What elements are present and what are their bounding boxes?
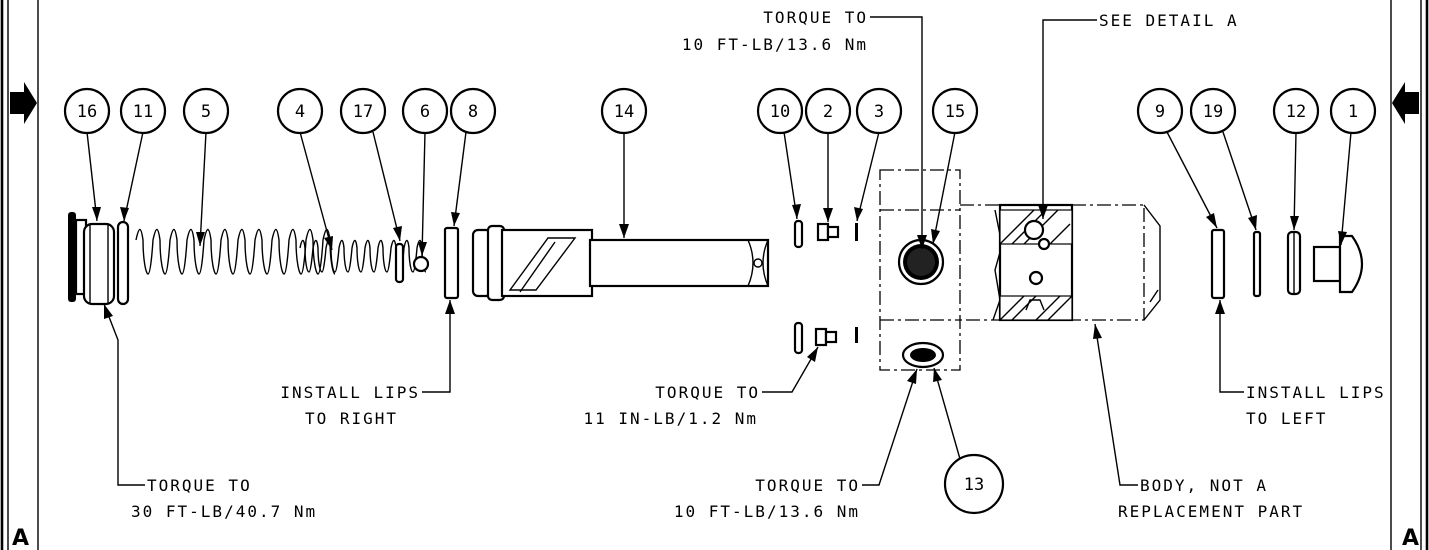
balloon-2: 2 [804, 87, 852, 135]
svg-text:19: 19 [1203, 102, 1223, 122]
note-install-lips-left: INSTALL LIPS TO LEFT [1246, 383, 1386, 428]
leader-lines [86, 16, 1352, 486]
svg-text:TO LEFT: TO LEFT [1246, 409, 1327, 428]
part-12-retainer [1286, 230, 1302, 296]
svg-text:2: 2 [823, 102, 833, 122]
balloon-1: 1 [1329, 87, 1377, 135]
balloon-5: 5 [182, 87, 230, 135]
part-3-washer-lower [855, 327, 858, 343]
part-14-spool [471, 224, 770, 302]
part-6-ball [412, 255, 430, 273]
svg-text:INSTALL LIPS: INSTALL LIPS [1246, 383, 1386, 402]
balloon-8: 8 [449, 87, 497, 135]
balloon-3: 3 [855, 87, 903, 135]
note-torque-plug: TORQUE TO 10 FT-LB/13.6 Nm [674, 476, 860, 521]
svg-text:5: 5 [201, 102, 211, 122]
part-9-seal [1210, 228, 1226, 300]
part-3-washer-upper [855, 223, 858, 241]
note-body: BODY, NOT A REPLACEMENT PART [1118, 476, 1304, 521]
svg-text:BODY, NOT A: BODY, NOT A [1140, 476, 1268, 495]
svg-text:4: 4 [295, 102, 305, 122]
balloon-16: 16 [63, 87, 111, 135]
svg-text:6: 6 [420, 102, 430, 122]
part-10-seal-lower [793, 321, 804, 355]
svg-text:30 FT-LB/40.7 Nm: 30 FT-LB/40.7 Nm [131, 502, 317, 521]
svg-text:10 FT-LB/13.6 Nm: 10 FT-LB/13.6 Nm [682, 35, 868, 54]
part-4-spring [299, 239, 427, 273]
svg-text:1: 1 [1348, 102, 1358, 122]
balloon-14: 14 [600, 87, 648, 135]
part-valve-block [879, 169, 961, 371]
part-15-plug [897, 238, 945, 286]
note-torque-top: TORQUE TO 10 FT-LB/13.6 Nm [682, 8, 868, 54]
balloon-9: 9 [1136, 87, 1184, 135]
svg-text:16: 16 [77, 102, 97, 122]
svg-text:15: 15 [945, 102, 965, 122]
svg-text:TORQUE TO: TORQUE TO [755, 476, 860, 495]
zone-label-right: A [1402, 526, 1419, 550]
svg-text:11 IN-LB/1.2 Nm: 11 IN-LB/1.2 Nm [584, 409, 759, 428]
svg-text:8: 8 [468, 102, 478, 122]
balloon-13: 13 [943, 453, 1005, 515]
part-10-seal-upper [793, 219, 804, 249]
part-2-screw-upper [816, 222, 840, 242]
svg-text:14: 14 [614, 102, 634, 122]
svg-text:9: 9 [1155, 102, 1165, 122]
svg-text:3: 3 [874, 102, 884, 122]
svg-text:TORQUE TO: TORQUE TO [147, 476, 252, 495]
svg-text:10: 10 [770, 102, 790, 122]
svg-text:11: 11 [133, 102, 153, 122]
part-body [960, 203, 1161, 322]
note-torque-cap: TORQUE TO 30 FT-LB/40.7 Nm [131, 476, 317, 521]
centering-arrow-left [10, 82, 37, 124]
note-install-lips-right: INSTALL LIPS TO RIGHT [280, 383, 420, 428]
centering-arrow-right [1392, 82, 1419, 124]
part-11-seal [116, 220, 130, 306]
svg-text:REPLACEMENT PART: REPLACEMENT PART [1118, 502, 1304, 521]
balloon-17: 17 [339, 87, 387, 135]
balloon-19: 19 [1189, 87, 1237, 135]
part-2-screw-lower [814, 327, 838, 347]
part-16-cap [68, 212, 116, 306]
svg-text:INSTALL LIPS: INSTALL LIPS [280, 383, 420, 402]
zone-label-left: A [12, 526, 29, 550]
svg-text:13: 13 [964, 475, 984, 495]
part-5-spring [135, 228, 336, 275]
balloon-11: 11 [119, 87, 167, 135]
svg-text:TORQUE TO: TORQUE TO [655, 383, 760, 402]
svg-text:TORQUE TO: TORQUE TO [763, 8, 868, 27]
part-13-plug [901, 341, 945, 369]
part-19-washer [1252, 230, 1262, 298]
part-8-seal [443, 226, 460, 300]
svg-text:TO RIGHT: TO RIGHT [305, 409, 398, 428]
note-see-detail: SEE DETAIL A [1099, 11, 1239, 30]
balloon-4: 4 [276, 87, 324, 135]
part-1-button [1312, 234, 1363, 294]
balloon-10: 10 [756, 87, 804, 135]
svg-text:17: 17 [353, 102, 373, 122]
note-torque-small: TORQUE TO 11 IN-LB/1.2 Nm [584, 383, 760, 428]
svg-text:10 FT-LB/13.6 Nm: 10 FT-LB/13.6 Nm [674, 502, 860, 521]
balloon-15: 15 [931, 87, 979, 135]
balloon-6: 6 [401, 87, 449, 135]
part-17-washer [394, 242, 405, 284]
svg-text:12: 12 [1286, 102, 1306, 122]
balloon-12: 12 [1272, 87, 1320, 135]
